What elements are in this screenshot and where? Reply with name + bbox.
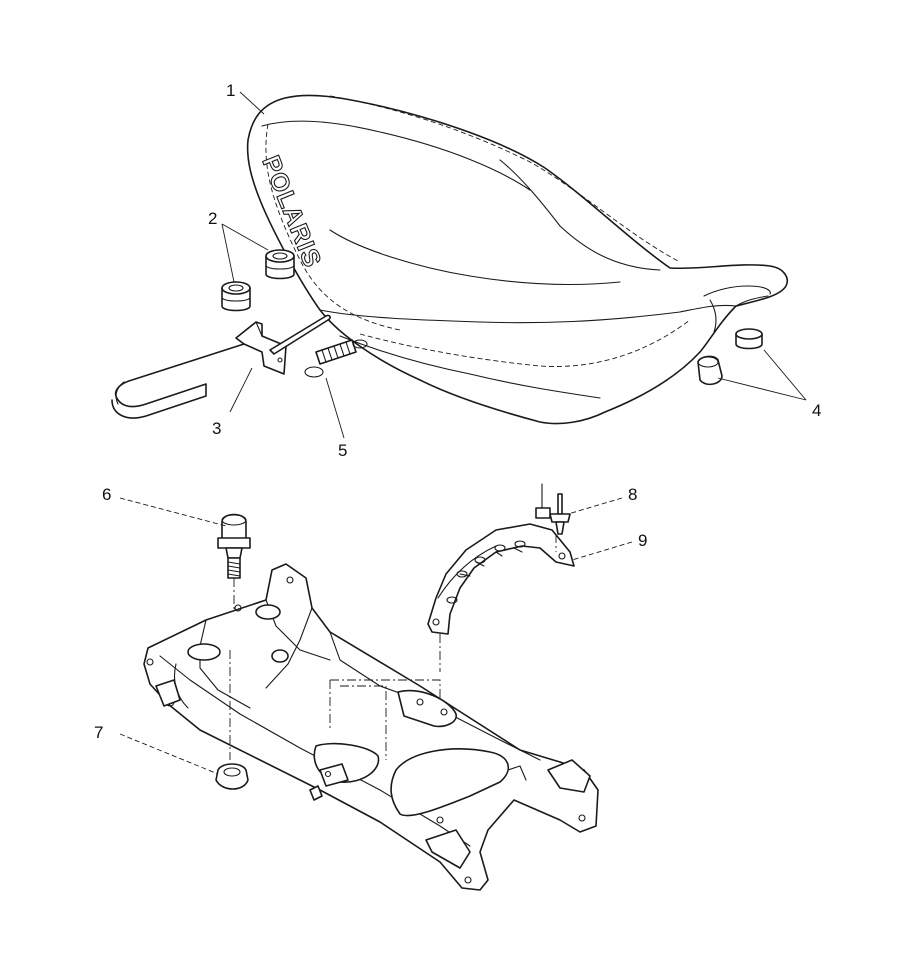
seat-grommet-upper — [265, 249, 295, 280]
support-bracket — [427, 523, 575, 635]
callout-8: 8 — [628, 485, 637, 504]
flange-nut — [215, 763, 249, 790]
callout-3: 3 — [212, 419, 221, 438]
callouts: 1 2 3 4 5 6 7 8 9 — [94, 81, 821, 742]
assembly-lines — [229, 484, 557, 760]
shock-bumper — [217, 513, 251, 579]
clip-fastener — [535, 483, 551, 519]
callout-7: 7 — [94, 723, 103, 742]
latch-spring — [304, 339, 368, 378]
callout-9: 9 — [638, 531, 647, 550]
callout-5: 5 — [338, 441, 347, 460]
callout-4: 4 — [812, 401, 821, 420]
seat-bumper-left — [697, 355, 723, 386]
callout-6: 6 — [102, 485, 111, 504]
seat-grommet-lower — [221, 281, 251, 312]
seat-bumper-right — [735, 328, 763, 350]
rivet-fastener — [549, 493, 571, 535]
leader-lines — [119, 91, 807, 775]
callout-2: 2 — [208, 209, 217, 228]
seat-latch-bracket — [111, 314, 331, 419]
rear-subframe — [143, 563, 599, 891]
callout-1: 1 — [226, 81, 235, 100]
